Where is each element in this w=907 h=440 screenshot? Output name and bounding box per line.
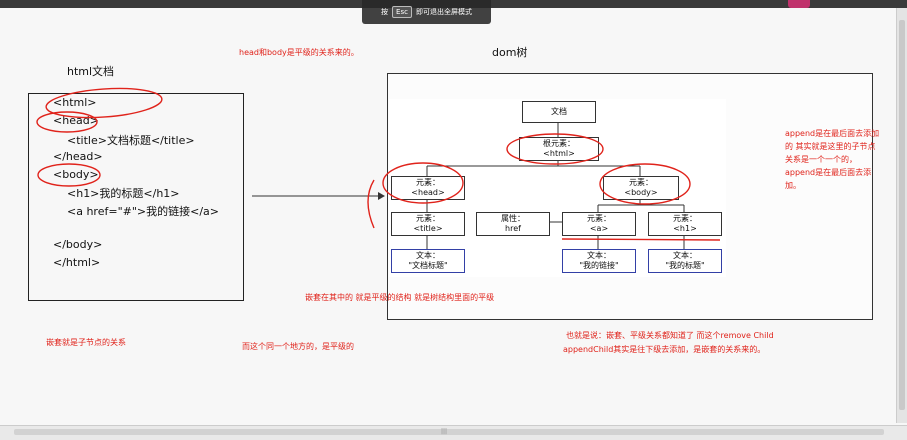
node-label: 元素： <box>673 214 697 223</box>
node-tag: href <box>505 224 521 233</box>
node-document: 文档 <box>522 101 596 123</box>
node-text-link: 文本： "我的链接" <box>562 249 636 273</box>
node-label: 元素： <box>587 214 611 223</box>
node-label: 文本： <box>673 251 697 260</box>
annotation-summary-1: 也就是说：嵌套、平级关系都知道了 而这个remove Child <box>566 331 774 340</box>
node-body: 元素： <body> <box>603 176 679 200</box>
circle-body-node <box>599 163 691 205</box>
node-tag: "我的链接" <box>579 261 619 270</box>
node-tag: "我的标题" <box>665 261 705 270</box>
node-label: 元素： <box>416 214 440 223</box>
circle-head-tag <box>36 111 98 133</box>
annotation-append-4: append是在最后面去添 <box>785 168 872 177</box>
node-tag: <head> <box>411 188 445 197</box>
circle-head-node <box>382 162 464 204</box>
annotation-same-place: 而这个同一个地方的，是平级的 <box>242 342 354 351</box>
circle-html-tag <box>45 87 163 119</box>
node-head: 元素： <head> <box>391 176 465 200</box>
node-text-heading: 文本： "我的标题" <box>648 249 722 273</box>
annotation-append-2: 的 其实就是这里的子节点 <box>785 142 876 151</box>
node-tag: <title> <box>413 224 443 233</box>
annotation-head-body: head和body是平级的关系来的。 <box>239 48 359 57</box>
fullscreen-hint: 按 Esc 即可退出全屏模式 <box>362 0 491 24</box>
horizontal-scroll-thumb[interactable] <box>14 429 884 435</box>
node-title: 元素： <title> <box>391 212 465 236</box>
node-label: 文本： <box>416 251 440 260</box>
fullscreen-hint-suffix: 即可退出全屏模式 <box>415 8 472 16</box>
node-attribute-href: 属性： href <box>476 212 550 236</box>
fullscreen-hint-prefix: 按 <box>381 8 389 16</box>
code-line: <body> <box>53 168 99 181</box>
annotation-append-5: 加。 <box>785 181 801 190</box>
horizontal-scrollbar[interactable]: ||| <box>0 425 907 440</box>
annotation-nested-center: 嵌套在其中的 就是平级的结构 就是树结构里面的平级 <box>305 293 495 302</box>
node-label: 元素： <box>416 178 440 187</box>
node-text-title: 文本： "文档标题" <box>391 249 465 273</box>
node-label: 文本： <box>587 251 611 260</box>
dom-tree-title: dom树 <box>492 46 528 59</box>
vertical-scroll-thumb[interactable] <box>899 20 905 410</box>
underline-children <box>561 238 721 241</box>
node-h1: 元素： <h1> <box>648 212 722 236</box>
vertical-scrollbar[interactable] <box>896 8 907 423</box>
node-a: 元素： <a> <box>562 212 636 236</box>
code-line: <a href="#">我的链接</a> <box>67 205 219 218</box>
html-code-box: <html> <head> <title>文档标题</title> </head… <box>28 93 244 301</box>
code-line: <h1>我的标题</h1> <box>67 187 180 200</box>
html-doc-title: html文档 <box>67 65 115 78</box>
node-label: 属性： <box>501 214 525 223</box>
node-label: 元素： <box>629 178 653 187</box>
node-tag: <h1> <box>673 224 697 233</box>
code-line: <title>文档标题</title> <box>67 134 195 147</box>
annotation-summary-2: appendChild其实是往下级去添加，是嵌套的关系来的。 <box>563 345 766 354</box>
node-document-label: 文档 <box>551 107 567 116</box>
node-tag: <html> <box>543 149 575 158</box>
node-tag: "文档标题" <box>408 261 448 270</box>
code-line: </head> <box>53 150 103 163</box>
code-line: <html> <box>53 96 97 109</box>
app-badge <box>788 0 810 8</box>
circle-root-node <box>506 133 604 165</box>
annotation-append-1: append是在最后面去添加 <box>785 129 880 138</box>
arrow-head-icon <box>378 192 385 200</box>
node-root-html: 根元素： <html> <box>519 137 599 161</box>
annotation-append-3: 关系是一个一个的， <box>785 155 857 164</box>
esc-key: Esc <box>392 6 412 18</box>
annotation-nested-left: 嵌套就是子节点的关系 <box>46 338 126 347</box>
node-label: 根元素： <box>543 139 575 148</box>
node-tag: <body> <box>624 188 658 197</box>
bracket-left <box>367 179 375 229</box>
code-line: </body> <box>53 238 103 251</box>
code-line: </html> <box>53 256 101 269</box>
scroll-grip-icon: ||| <box>441 428 448 435</box>
circle-body-tag <box>37 163 101 187</box>
node-tag: <a> <box>589 224 609 233</box>
